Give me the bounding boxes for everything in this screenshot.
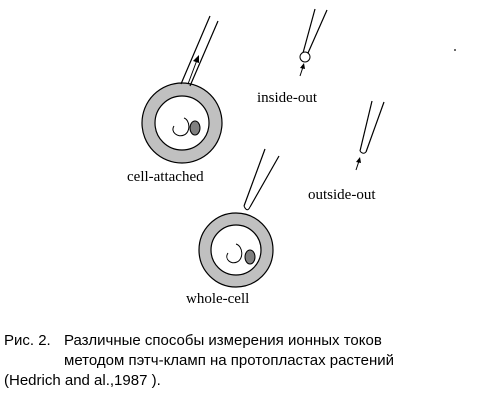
whole-cell-vacuole bbox=[226, 243, 243, 264]
outside-out-pipette-left bbox=[359, 100, 373, 152]
inside-out-configuration: inside-out bbox=[257, 8, 328, 106]
whole-cell-nucleus bbox=[244, 249, 256, 265]
cell-attached-arrow-head bbox=[193, 55, 199, 63]
cell-attached-arrow-shaft bbox=[187, 59, 198, 85]
figure-number: Рис. 2. bbox=[4, 332, 51, 349]
caption-line-2: методом пэтч-кламп на протопластах расте… bbox=[64, 352, 395, 369]
stray-dot bbox=[454, 49, 456, 51]
cell-attached-pipette-right bbox=[189, 20, 219, 87]
inside-out-pipette-right bbox=[307, 9, 328, 54]
outside-out-pipette-right bbox=[365, 101, 385, 153]
inside-out-label: inside-out bbox=[257, 90, 318, 106]
caption-line-1: Рис. 2. Различные способы измерения ионны… bbox=[4, 331, 488, 351]
outside-out-arrow-head bbox=[356, 157, 361, 163]
cell-attached-pipette-left bbox=[180, 15, 211, 85]
outside-out-configuration: outside-out bbox=[308, 100, 385, 203]
whole-cell-protoplast bbox=[210, 224, 262, 276]
whole-cell-label: whole-cell bbox=[186, 291, 249, 307]
inside-out-arrow-head bbox=[300, 63, 305, 69]
whole-cell-pipette-left bbox=[243, 148, 266, 207]
inside-out-pipette-left bbox=[302, 8, 316, 54]
caption-line-3: (Hedrich and al.,1987 ). bbox=[4, 372, 161, 389]
cell-attached-label: cell-attached bbox=[127, 169, 204, 185]
cell-attached-vacuole bbox=[172, 117, 190, 137]
whole-cell-configuration: whole-cell bbox=[186, 148, 280, 307]
whole-cell-pipette-right bbox=[249, 155, 280, 208]
cell-attached-protoplast bbox=[154, 95, 210, 151]
whole-cell-pipette-tip bbox=[243, 205, 251, 211]
outside-out-label: outside-out bbox=[308, 187, 376, 203]
figure-caption: Рис. 2. Различные способы измерения ионны… bbox=[4, 331, 488, 391]
outside-out-membrane-patch bbox=[359, 150, 367, 154]
cell-attached-nucleus bbox=[189, 120, 201, 136]
inside-out-membrane-vesicle bbox=[299, 51, 311, 63]
caption-text-1: Различные способы измерения ионных токов bbox=[64, 332, 382, 349]
cell-attached-configuration: cell-attached bbox=[127, 15, 223, 185]
